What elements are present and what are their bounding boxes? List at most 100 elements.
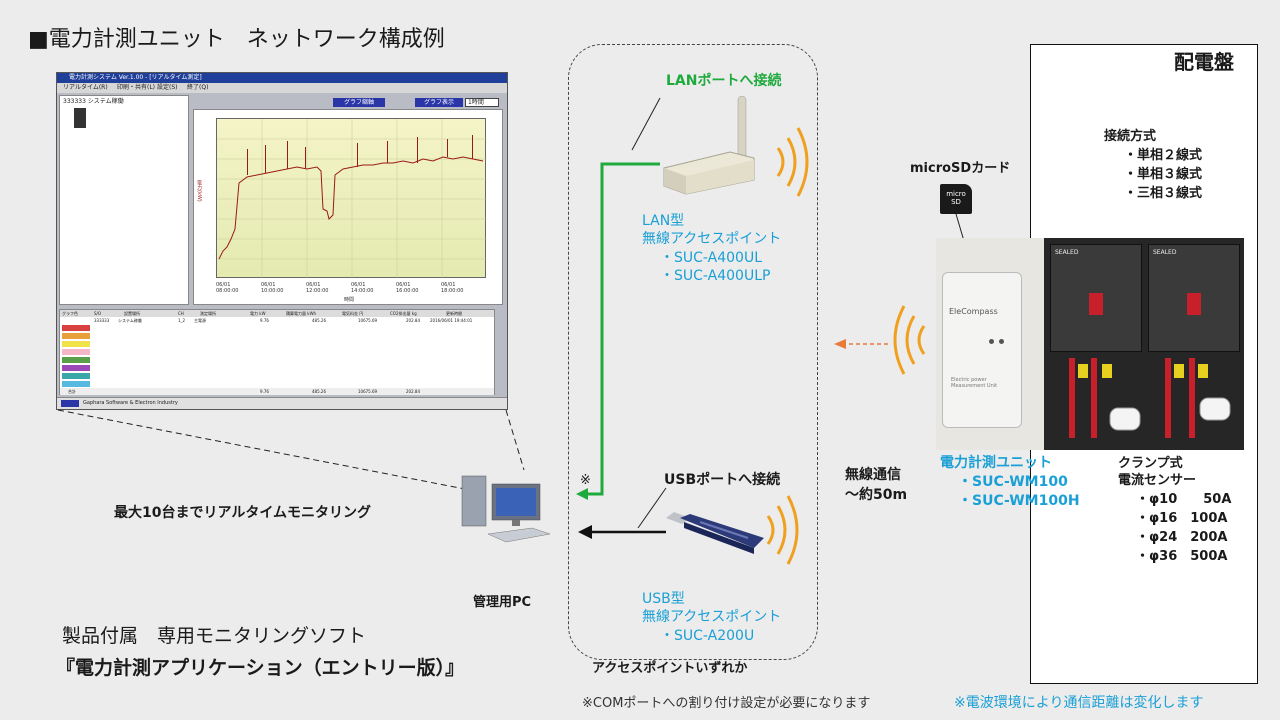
menu-item-print[interactable]: 印刷・共有(L) bbox=[117, 84, 156, 91]
connection-item-3: ・三相３線式 bbox=[1124, 186, 1203, 201]
time-select[interactable]: 1時間 bbox=[465, 98, 499, 107]
unit-model-2: ・SUC-WM100H bbox=[958, 493, 1080, 509]
unit-led-1 bbox=[989, 339, 994, 344]
table-header-time: 更新時間 bbox=[446, 311, 462, 316]
table-total-label: 合計 bbox=[68, 389, 76, 394]
lan-ap-model-2: ・SUC-A400ULP bbox=[660, 268, 771, 284]
sensor-item-2: ・φ16 100A bbox=[1136, 511, 1228, 526]
lan-ap-title-2: 無線アクセスポイント bbox=[642, 231, 782, 247]
table-cell-name: システム稼働 bbox=[118, 318, 142, 323]
table-cell-time: 2016/06/01 19:44:01 bbox=[430, 318, 473, 323]
menu-bar: リアルタイム(R) 印刷・共有(L) 設定(S) 終了(Q) bbox=[57, 83, 507, 93]
software-screenshot: 電力計測システム Ver.1.00 - [リアルタイム測定] リアルタイム(R)… bbox=[56, 72, 508, 410]
access-point-group bbox=[568, 44, 818, 660]
lan-access-point-icon bbox=[660, 96, 755, 195]
power-spikes bbox=[247, 135, 473, 175]
color-swatch-6 bbox=[62, 365, 90, 371]
window-titlebar: 電力計測システム Ver.1.00 - [リアルタイム測定] bbox=[57, 73, 507, 83]
color-swatch-1 bbox=[62, 325, 90, 331]
footer-text: Gaphara Software & Electron Industry bbox=[83, 400, 178, 406]
table-header-so: S/O bbox=[94, 311, 102, 316]
unit-sub: Electric power Measurement Unit bbox=[951, 377, 998, 389]
lan-port-label: LANポートへ接続 bbox=[666, 73, 782, 89]
usb-ap-model-1: ・SUC-A200U bbox=[660, 628, 755, 644]
usb-ap-title-1: USB型 bbox=[642, 591, 685, 607]
table-total-kwh: 485.26 bbox=[312, 389, 326, 394]
sensor-item-4: ・φ36 500A bbox=[1136, 549, 1228, 564]
graph-zoom-button[interactable]: グラフ縮軸 bbox=[333, 98, 385, 107]
usb-wave-icon bbox=[766, 495, 799, 565]
color-swatch-5 bbox=[62, 357, 90, 363]
connection-item-2: ・単相３線式 bbox=[1124, 167, 1203, 182]
table-cell-measure: 主電源 bbox=[194, 318, 206, 323]
unit-tree-row[interactable]: 333333 システム稼働 bbox=[63, 98, 124, 105]
unit-wave-icon bbox=[893, 305, 926, 375]
menu-item-realtime[interactable]: リアルタイム(R) bbox=[63, 84, 108, 91]
table-header-color: グラフ色 bbox=[62, 311, 78, 316]
graph-frame: 電力(kW) 06/01 08:00:00 06/01 10:00:00 06/… bbox=[193, 109, 503, 305]
table-header-co2: CO2排出量 kg bbox=[390, 311, 417, 316]
window-title: 電力計測システム Ver.1.00 - [リアルタイム測定] bbox=[69, 74, 202, 81]
software-caption-2: 『電力計測アプリケーション（エントリー版）』 bbox=[56, 657, 465, 679]
zoom-line-right bbox=[505, 409, 525, 471]
pc-icon bbox=[458, 470, 558, 554]
breaker-1: SEALED bbox=[1050, 244, 1142, 352]
measurement-unit-device: EleCompass Electric power Measurement Un… bbox=[942, 272, 1022, 428]
table-cell-kwh: 485.26 bbox=[312, 318, 326, 323]
microsd-card-text: micro SD bbox=[946, 190, 966, 206]
unit-model-1: ・SUC-WM100 bbox=[958, 474, 1068, 490]
unit-and-breaker-photo: SEALED SEALED EleCompass Electric power … bbox=[936, 238, 1244, 450]
usb-dongle-graphic bbox=[666, 512, 764, 554]
note-mark: ※ bbox=[580, 473, 591, 488]
ap-either-label: アクセスポイントいずれか bbox=[592, 661, 748, 676]
breaker-2-switch bbox=[1187, 293, 1201, 315]
table-cell-yen: 10675.69 bbox=[358, 318, 378, 323]
color-swatch-7 bbox=[62, 373, 90, 379]
lan-ap-title-1: LAN型 bbox=[642, 213, 685, 229]
menu-item-settings[interactable]: 設定(S) bbox=[157, 84, 178, 91]
window-footer: Gaphara Software & Electron Industry bbox=[57, 397, 507, 409]
connection-item-1: ・単相２線式 bbox=[1124, 148, 1203, 163]
pc-graphic bbox=[461, 475, 551, 543]
table-header-place: 設置場所 bbox=[124, 311, 140, 316]
table-header-kwh: 積算電力量 kWh bbox=[286, 311, 317, 316]
table-header-measure: 測定場所 bbox=[200, 311, 216, 316]
usb-arrow-head bbox=[578, 525, 592, 539]
graph-plot-area bbox=[216, 118, 487, 279]
graph-zoom-label: グラフ縮軸 bbox=[343, 99, 374, 106]
lan-arrow-head bbox=[576, 488, 588, 500]
data-table: グラフ色 S/O 設置場所 CH 測定場所 電力 kW 積算電力量 kWh 電気… bbox=[59, 309, 495, 395]
menu-item-quit[interactable]: 終了(Q) bbox=[187, 84, 209, 91]
footer-logo bbox=[61, 400, 79, 407]
wireless-arrow-head bbox=[834, 339, 846, 349]
microsd-card-icon: micro SD bbox=[940, 184, 972, 214]
usb-label-line bbox=[637, 487, 667, 529]
color-swatch-4 bbox=[62, 349, 90, 355]
breaker-2: SEALED bbox=[1148, 244, 1240, 352]
wireless-label-1: 無線通信 bbox=[845, 467, 901, 483]
footnote-range: ※電波環境により通信距離は変化します bbox=[954, 695, 1204, 711]
software-caption-1: 製品付属 専用モニタリングソフト bbox=[62, 625, 367, 647]
table-header: グラフ色 S/O 設置場所 CH 測定場所 電力 kW 積算電力量 kWh 電気… bbox=[60, 310, 494, 317]
lan-router-graphic bbox=[663, 96, 755, 195]
power-line bbox=[218, 156, 484, 260]
wires-and-clamps-graphic bbox=[1069, 358, 1231, 438]
sensor-title-1: クランプ式 bbox=[1118, 456, 1183, 471]
connection-title: 接続方式 bbox=[1104, 129, 1157, 144]
breaker-1-switch bbox=[1089, 293, 1103, 315]
table-cell-kw: 9.76 bbox=[260, 318, 269, 323]
unit-brand: EleCompass bbox=[949, 307, 998, 316]
graph-display-button[interactable]: グラフ表示 bbox=[415, 98, 463, 107]
sensor-item-1: ・φ10 50A bbox=[1136, 492, 1232, 507]
color-swatch-2 bbox=[62, 333, 90, 339]
graph-x-tick-1: 06/01 08:00:00 bbox=[216, 282, 239, 294]
breaker-2-label: SEALED bbox=[1153, 249, 1177, 256]
lan-cable-line bbox=[584, 162, 660, 496]
graph-x-tick-2: 06/01 10:00:00 bbox=[261, 282, 284, 294]
table-row[interactable]: 333333 システム稼働 1_2 主電源 9.76 485.26 10675.… bbox=[60, 317, 494, 324]
page-title: ■電力計測ユニット ネットワーク構成例 bbox=[28, 27, 445, 52]
breaker-1-label: SEALED bbox=[1055, 249, 1079, 256]
table-cell-co2: 202.84 bbox=[406, 318, 420, 323]
color-swatch-8 bbox=[62, 381, 90, 387]
